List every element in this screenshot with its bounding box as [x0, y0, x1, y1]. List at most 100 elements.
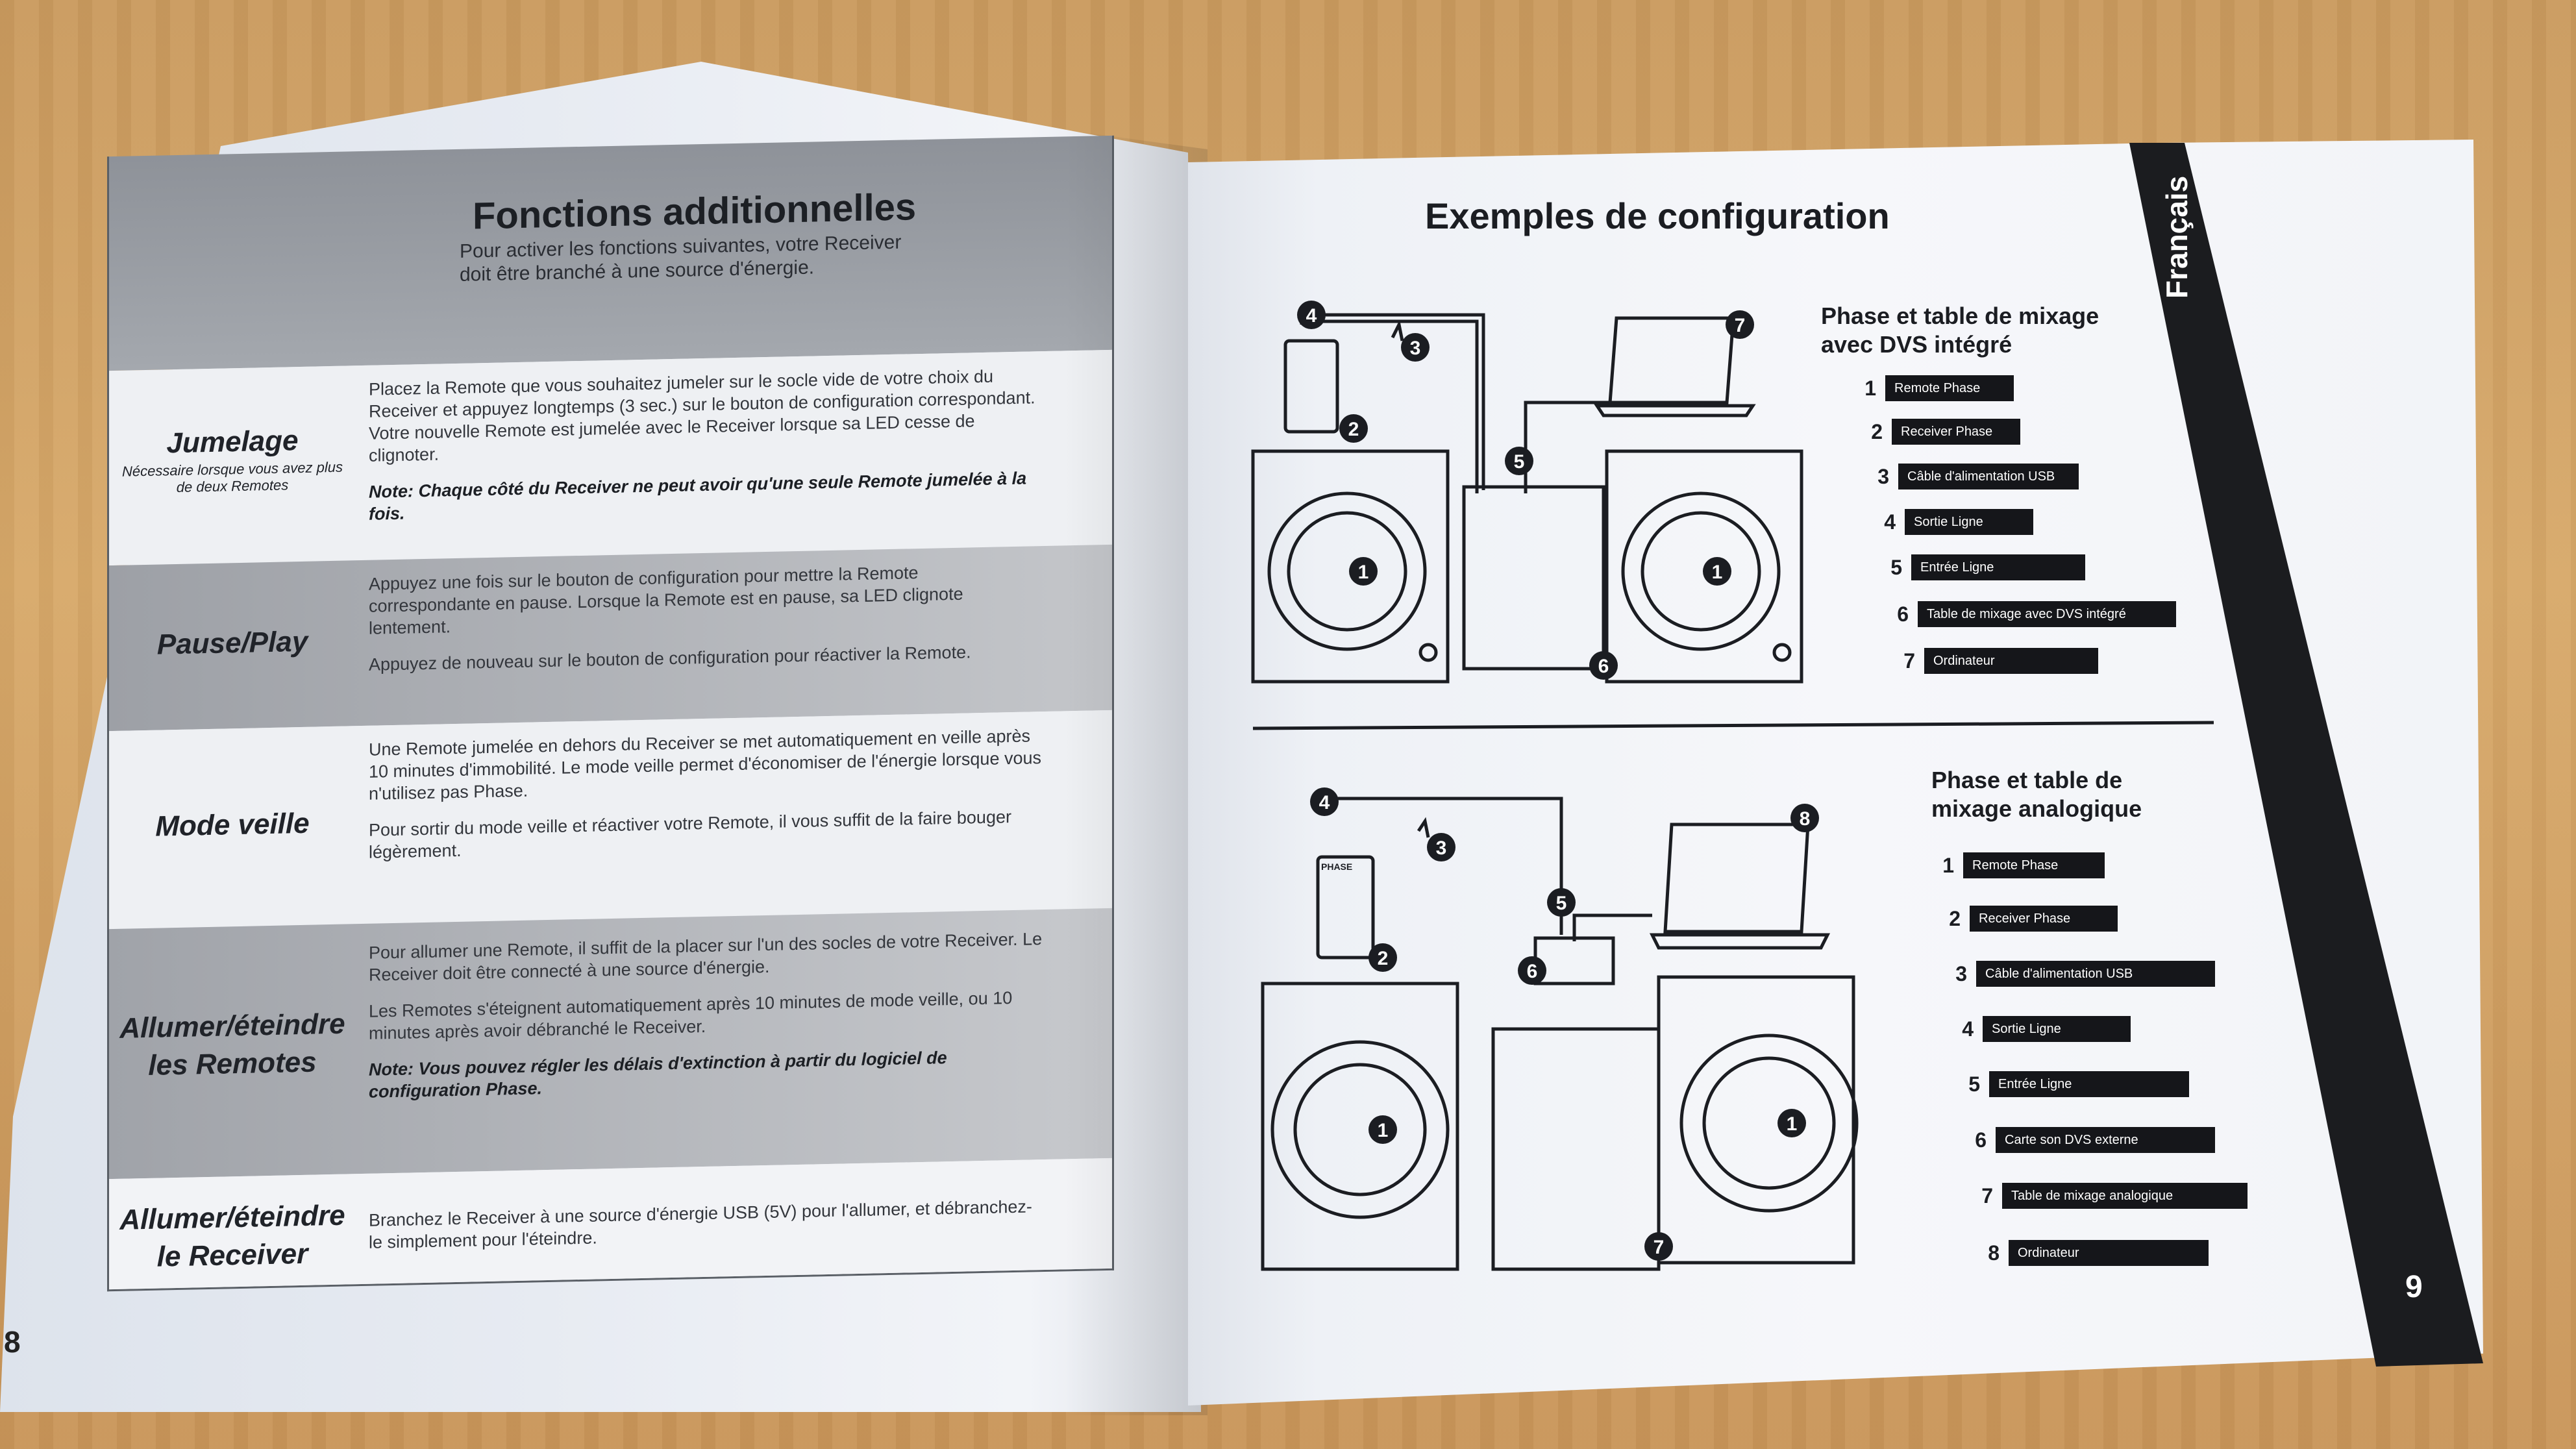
legend-label: Sortie Ligne: [1905, 509, 2033, 535]
legend-label: Table de mixage avec DVS intégré: [1918, 601, 2176, 627]
svg-text:3: 3: [1436, 837, 1447, 859]
row-paragraph: Une Remote jumelée en dehors du Receiver…: [369, 726, 1041, 804]
legend-label: Entrée Ligne: [1911, 554, 2085, 580]
page-number-right: 9: [2405, 1270, 2423, 1304]
table-row: Allumer/éteindre les Remotes Pour allume…: [109, 908, 1112, 1180]
legend-number: 2: [1871, 419, 1883, 443]
cable-usb: [1417, 817, 1430, 838]
legend-item: 8 Ordinateur: [1974, 1240, 2209, 1266]
section-title-analog: Phase et table de mixage analogique: [1931, 766, 2142, 823]
legend-number: 1: [1864, 376, 1876, 400]
legend-label: Entrée Ligne: [1989, 1071, 2189, 1097]
legend-number: 6: [1975, 1128, 1987, 1152]
legend-number: 6: [1897, 602, 1909, 626]
legend-label: Câble d'alimentation USB: [1976, 961, 2215, 987]
receiver: [1316, 855, 1375, 960]
svg-text:4: 4: [1319, 792, 1330, 813]
page-number-left: 8: [4, 1325, 21, 1359]
legend-number: 8: [1988, 1241, 2000, 1265]
legend-number: 5: [1890, 555, 1902, 579]
cable-computer: [1572, 913, 1652, 941]
row-paragraph: Appuyez de nouveau sur le bouton de conf…: [369, 642, 971, 675]
svg-text:1: 1: [1378, 1120, 1389, 1141]
svg-text:1: 1: [1712, 562, 1723, 583]
cable-usb: [1391, 319, 1404, 341]
turntable-right: [1605, 449, 1803, 684]
svg-text:7: 7: [1653, 1237, 1665, 1258]
svg-text:5: 5: [1514, 451, 1525, 473]
row-paragraph: Appuyez une fois sur le bouton de config…: [369, 563, 963, 638]
dvs-soundcard: [1533, 936, 1615, 985]
section-title-line: mixage analogique: [1931, 795, 2142, 822]
row-paragraph: Placez la Remote que vous souhaitez jume…: [369, 366, 1035, 465]
turntable-right: [1657, 975, 1855, 1265]
legend-label: Sortie Ligne: [1983, 1016, 2131, 1042]
cable-line-out-2: [1300, 319, 1479, 493]
legend-label: Ordinateur: [2009, 1240, 2209, 1266]
legend-number: 4: [1884, 510, 1896, 534]
table-row: Pause/Play Appuyez une fois sur le bouto…: [109, 544, 1112, 732]
legend-label: Receiver Phase: [1892, 419, 2020, 445]
legend-item: 1 Remote Phase: [1850, 375, 2014, 401]
legend-label: Remote Phase: [1963, 852, 2105, 878]
legend-label: Carte son DVS externe: [1996, 1127, 2215, 1153]
legend-item: 1 Remote Phase: [1928, 852, 2105, 878]
svg-text:4: 4: [1306, 305, 1317, 327]
mixer-analog: [1491, 1027, 1661, 1271]
intro-text: Pour activer les fonctions suivantes, vo…: [460, 231, 902, 286]
receiver-logo: PHASE: [1321, 861, 1352, 872]
legend-number: 1: [1942, 853, 1954, 877]
laptop: [1608, 316, 1735, 404]
section-title-line: avec DVS intégré: [1821, 331, 2012, 358]
row-paragraph: Les Remotes s'éteignent automatiquement …: [369, 988, 1013, 1043]
section-title-line: Phase et table de: [1931, 767, 2123, 793]
cable-line-out: [1328, 797, 1563, 935]
svg-text:1: 1: [1358, 562, 1369, 583]
row-paragraph: Pour sortir du mode veille et réactiver …: [369, 807, 1011, 862]
legend-label: Câble d'alimentation USB: [1898, 464, 2079, 489]
svg-text:2: 2: [1348, 419, 1359, 440]
laptop: [1663, 823, 1810, 934]
legend-item: 5 Entrée Ligne: [1876, 554, 2085, 580]
table-row: Jumelage Nécessaire lorsque vous avez pl…: [109, 349, 1112, 566]
legend-number: 4: [1962, 1017, 1974, 1041]
legend-item: 6 Carte son DVS externe: [1961, 1127, 2215, 1153]
svg-text:1: 1: [1787, 1113, 1798, 1135]
svg-text:6: 6: [1527, 961, 1538, 982]
legend-label: Remote Phase: [1885, 375, 2014, 401]
legend-number: 7: [1903, 649, 1915, 673]
svg-text:6: 6: [1598, 656, 1609, 677]
svg-text:3: 3: [1410, 338, 1421, 359]
legend-item: 4 Sortie Ligne: [1948, 1016, 2131, 1042]
row-label: Jumelage Nécessaire lorsque vous avez pl…: [116, 421, 349, 497]
legend-item: 6 Table de mixage avec DVS intégré: [1883, 601, 2176, 627]
turntable-left: [1251, 449, 1450, 684]
row-sublabel: Nécessaire lorsque vous avez plus de deu…: [122, 458, 343, 496]
legend-item: 5 Entrée Ligne: [1954, 1071, 2189, 1097]
legend-item: 4 Sortie Ligne: [1870, 509, 2033, 535]
language-tab: Français: [2160, 175, 2194, 299]
legend-number: 7: [1981, 1183, 1993, 1208]
row-label: Allumer/éteindre les Remotes: [119, 1008, 345, 1082]
legend-number: 5: [1968, 1072, 1980, 1096]
row-note: Note: Chaque côté du Receiver ne peut av…: [369, 468, 1027, 524]
row-body: Pour allumer une Remote, il suffit de la…: [369, 928, 1044, 1117]
functions-table: Fonctions additionnelles Pour activer le…: [107, 135, 1114, 1292]
row-note: Note: Vous pouvez régler les délais d'ex…: [369, 1048, 947, 1102]
row-label: Pause/Play: [156, 625, 308, 661]
svg-text:2: 2: [1378, 948, 1389, 969]
table-row: Allumer/éteindre le Receiver Branchez le…: [109, 1158, 1112, 1290]
row-body: Placez la Remote que vous souhaitez jume…: [369, 364, 1044, 539]
config-title: Exemples de configuration: [1425, 195, 1890, 236]
diagram-analog: 43 25 67 81 1 PHASE: [1261, 787, 1859, 1271]
gutter-shadow: [1065, 130, 1208, 1415]
mixer-dvs: [1462, 485, 1605, 671]
row-label: Mode veille: [155, 807, 310, 843]
section-title-dvs: Phase et table de mixage avec DVS intégr…: [1821, 302, 2099, 359]
legend-item: 2 Receiver Phase: [1857, 419, 2020, 445]
